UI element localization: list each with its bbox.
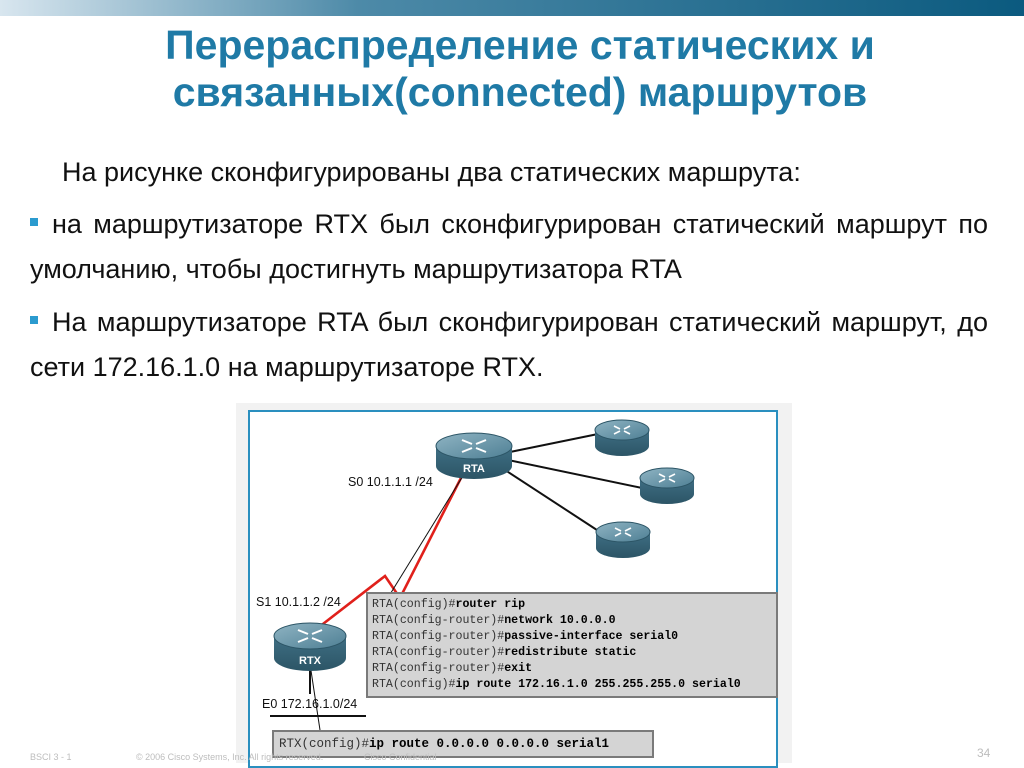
cli-prompt: RTA(config)# [372,598,456,611]
router-r1-icon [594,419,650,456]
serial-link [309,471,466,636]
bullet-text: На маршрутизаторе RTA был сконфигурирова… [30,307,988,382]
top-banner [0,0,1024,16]
footer-confidential: Cisco Confidential [364,752,437,762]
diagram-canvas: RTA [270,419,695,731]
cli-prompt: RTX(config)# [279,737,370,751]
bullet-rtx-default-route: на маршрутизаторе RTX был сконфигурирова… [30,202,988,292]
cli-line: RTA(config-router)#network 10.0.0.0 [372,613,772,629]
cli-command: ip route 0.0.0.0 0.0.0.0 serial1 [369,737,610,751]
cli-command: passive-interface serial0 [504,630,679,643]
footer-copyright: © 2006 Cisco Systems, Inc. All rights re… [136,752,324,762]
link-rta-r1 [509,433,599,453]
bullet-marker-icon [30,315,38,324]
page-number: 34 [977,746,991,760]
title-line-2: связанных(connected) маршрутов [172,69,868,115]
network-diagram: RTA [248,410,778,768]
label-rtx-e0: E0 172.16.1.0/24 [262,697,358,711]
cli-line: RTA(config-router)#redistribute static [372,645,772,661]
cli-command: ip route 172.16.1.0 255.255.255.0 serial… [455,678,741,691]
bullet-marker-icon [30,217,38,226]
cli-line: RTA(config)#ip route 172.16.1.0 255.255.… [372,677,772,693]
cli-prompt: RTA(config-router)# [372,646,505,659]
router-r2-icon [639,467,695,504]
cli-line: RTA(config-router)#passive-interface ser… [372,629,772,645]
link-rta-r2 [507,459,643,489]
router-rtx-icon [273,622,347,671]
cli-command: exit [504,662,533,675]
label-rtx-s1: S1 10.1.1.2 /24 [256,595,341,609]
label-rta-s0: S0 10.1.1.1 /24 [348,475,433,489]
cli-line: RTA(config)#router rip [372,597,772,613]
router-label-rtx: RTX [299,655,322,667]
intro-text: На рисунке сконфигурированы два статичес… [62,157,801,187]
link-rta-r3 [501,467,601,533]
bullet-rta-static-route: На маршрутизаторе RTA был сконфигурирова… [30,300,988,390]
title-line-1: Перераспределение статических и [165,22,875,68]
cli-command: redistribute static [504,646,637,659]
cli-command: network 10.0.0.0 [504,614,616,627]
router-r3-icon [595,521,651,558]
rtx-config-box: RTX(config)#ip route 0.0.0.0 0.0.0.0 ser… [272,730,654,758]
router-label-rta: RTA [463,463,485,475]
cli-line: RTA(config-router)#exit [372,661,772,677]
cli-prompt: RTA(config-router)# [372,630,505,643]
rta-config-box: RTA(config)#router rip RTA(config-router… [366,592,778,698]
callout-rtx-config [309,663,321,731]
cli-prompt: RTA(config-router)# [372,614,505,627]
cli-prompt: RTA(config-router)# [372,662,505,675]
cli-command: router rip [455,598,526,611]
footer-course: BSCI 3 - 1 [30,752,72,762]
bullet-text: на маршрутизаторе RTX был сконфигурирова… [30,209,988,284]
cli-prompt: RTA(config)# [372,678,456,691]
slide-title: Перераспределение статических и связанны… [60,22,980,116]
router-rta-icon [435,432,513,479]
